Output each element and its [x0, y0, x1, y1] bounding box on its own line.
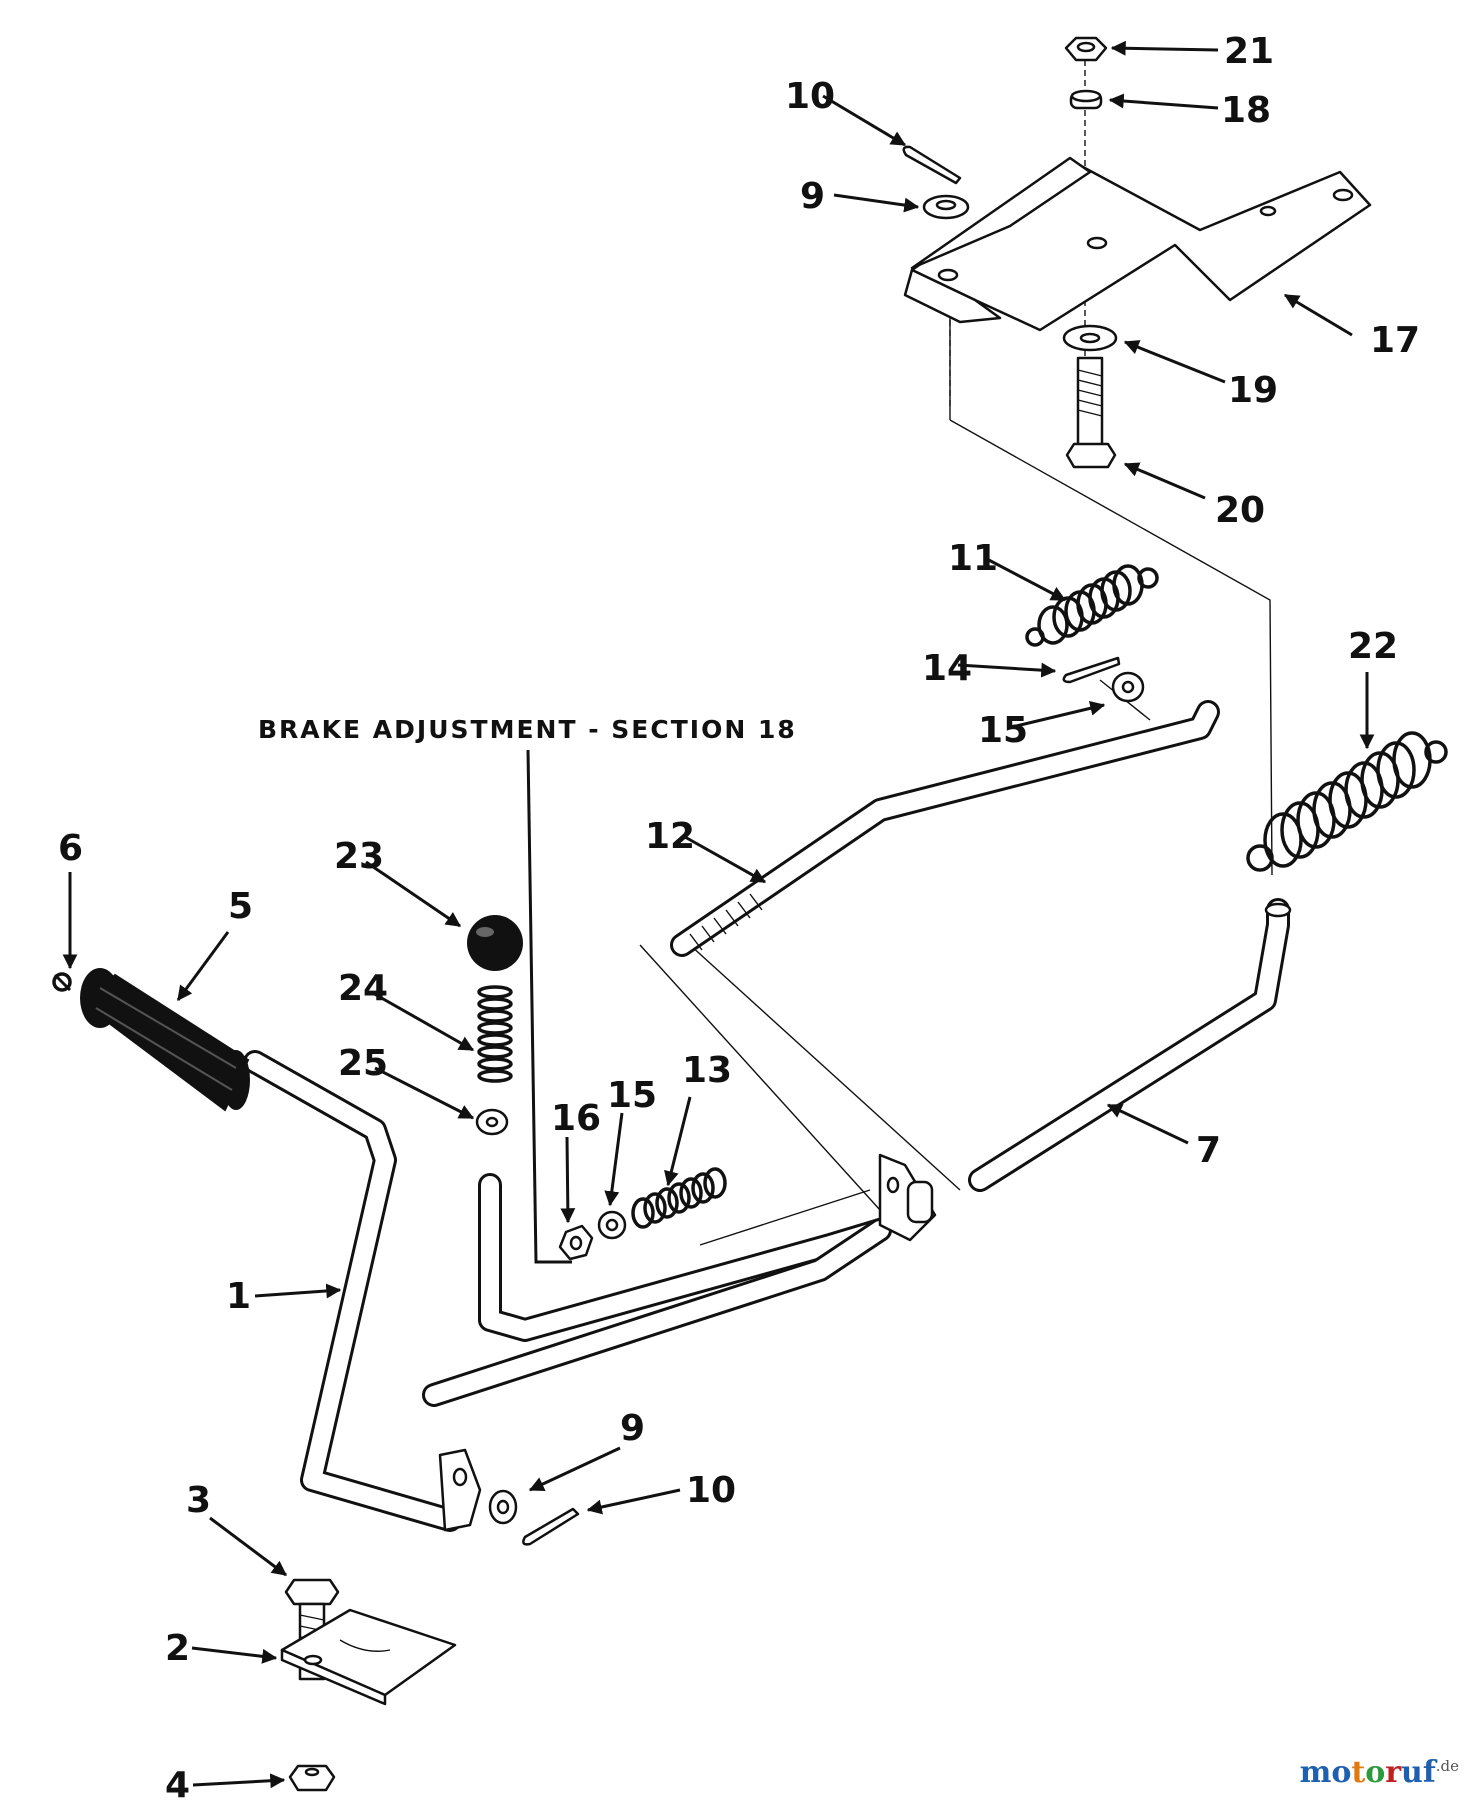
- part-9-washer-bottom: [488, 1489, 518, 1525]
- part-15-washer-mid: [597, 1210, 627, 1240]
- part-11-spring: [1025, 564, 1159, 647]
- part-24-spring: [477, 985, 513, 1083]
- label-25: 25: [338, 1043, 388, 1084]
- part-2-bracket: [280, 1608, 457, 1706]
- part-10-cotter-pin-bottom: [522, 1507, 580, 1546]
- part-23-knob: [467, 915, 523, 971]
- part-14-cotter-pin: [1062, 656, 1121, 684]
- part-15-washer-top: [1111, 671, 1145, 703]
- label-15-top: 15: [978, 710, 1028, 751]
- label-14: 14: [922, 648, 972, 689]
- label-12: 12: [645, 816, 695, 857]
- label-22: 22: [1348, 626, 1398, 667]
- part-12-threads: [689, 893, 763, 951]
- part-7-rod: [968, 898, 1292, 1192]
- label-1: 1: [226, 1276, 251, 1317]
- label-10-bottom: 10: [686, 1470, 736, 1511]
- label-11: 11: [948, 538, 998, 579]
- label-18: 18: [1221, 90, 1271, 131]
- part-12-rod: [670, 700, 1220, 957]
- part-22-spring: [1246, 731, 1448, 872]
- label-15-mid: 15: [607, 1075, 657, 1116]
- part-13-spring: [631, 1167, 727, 1229]
- part-9-washer-top: [922, 194, 970, 220]
- pivot-plate: [878, 1153, 937, 1242]
- label-24: 24: [338, 968, 388, 1009]
- label-13: 13: [682, 1050, 732, 1091]
- part-21-nut: [1064, 36, 1108, 62]
- part-6-clip: [52, 972, 72, 992]
- label-21: 21: [1224, 31, 1274, 72]
- label-19: 19: [1228, 370, 1278, 411]
- part-4-nut: [288, 1764, 336, 1792]
- label-3: 3: [186, 1480, 211, 1521]
- watermark-brand: motoruf: [1299, 1755, 1436, 1790]
- label-2: 2: [165, 1628, 190, 1669]
- label-4: 4: [165, 1765, 190, 1800]
- label-23: 23: [334, 836, 384, 877]
- label-10-top: 10: [785, 76, 835, 117]
- part-17-bracket: [903, 156, 1372, 332]
- label-20: 20: [1215, 490, 1265, 531]
- part-18-washer: [1069, 89, 1103, 110]
- label-9-top: 9: [800, 176, 825, 217]
- brake-adjustment-caption: BRAKE ADJUSTMENT - SECTION 18: [258, 715, 797, 744]
- label-16: 16: [551, 1098, 601, 1139]
- part-10-cotter-pin-top: [902, 145, 962, 185]
- brake-rod: [422, 1173, 892, 1407]
- label-7: 7: [1196, 1130, 1221, 1171]
- part-1-pedal-lever: [243, 1050, 482, 1532]
- part-19-washer: [1062, 324, 1118, 352]
- label-9-bottom: 9: [620, 1408, 645, 1449]
- callout-labels: 10 9 21 18 17 19 20 11 14 15 22 12 23 24…: [58, 31, 1420, 1800]
- label-5: 5: [228, 886, 253, 927]
- part-20-bolt: [1065, 356, 1117, 469]
- label-6: 6: [58, 828, 83, 869]
- label-17: 17: [1370, 320, 1420, 361]
- part-16-nut: [558, 1224, 594, 1261]
- watermark-logo: motoruf.de: [1300, 1755, 1459, 1790]
- part-5-pedal-pad: [80, 968, 250, 1112]
- leader-arrows: [62, 40, 1375, 1789]
- watermark-suffix: .de: [1435, 1757, 1459, 1775]
- part-25-washer: [475, 1108, 509, 1136]
- brake-adjustment-leader: [526, 749, 572, 1264]
